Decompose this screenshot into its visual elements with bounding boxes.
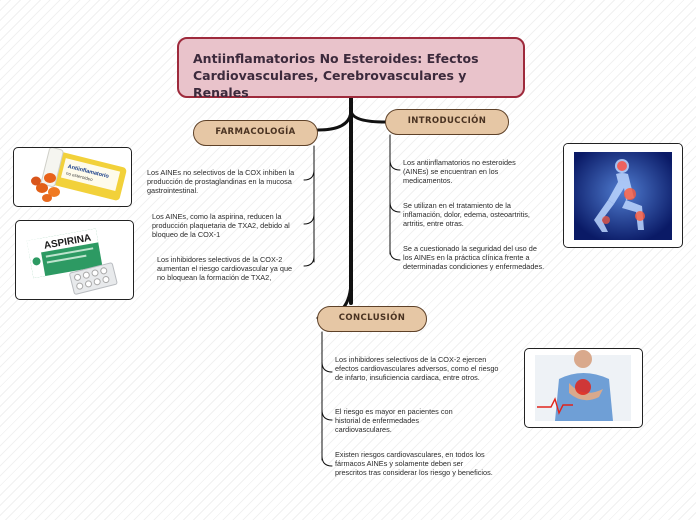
aspirin-box-image: ASPIRINA [15,220,134,300]
sub-line-conc-2 [321,409,333,421]
central-topic[interactable]: Antiinflamatorios No Esteroides: Efectos… [177,37,525,100]
subtopic-farmacologia-1[interactable]: Los AINEs no selectivos de la COX inhibe… [147,168,295,196]
subtopic-conclusion-1[interactable]: Los inhibidores selectivos de la COX-2 e… [335,355,499,383]
branch-introduccion[interactable]: INTRODUCCIÓN [385,109,509,135]
subtopic-introduccion-1[interactable]: Los antiinflamatorios no esteroides (AIN… [403,158,516,186]
subtopic-introduccion-3[interactable]: Se a cuestionado la seguridad del uso de… [403,244,545,272]
sub-line-farm-2 [303,213,315,225]
heart-pain-image [524,348,643,428]
bottle-label-line2: no esteroideo [66,171,94,183]
sub-line-conc-3 [321,455,333,467]
subtopic-conclusion-3[interactable]: Existen riesgos cardiovasculares, en tod… [335,450,493,478]
branch-farmacologia[interactable]: FARMACOLOGÍA [193,120,318,146]
branch-line-introduccion [349,108,387,124]
subtopic-farmacologia-3[interactable]: Los inhibidores selectivos de la COX-2 a… [157,255,293,283]
sub-line-farm-3 [303,255,315,267]
branch-line-farmacologia [316,108,353,132]
pill-bottle-image: Antiinflamatorio no esteroideo [13,147,132,207]
subtopic-conclusion-2[interactable]: El riesgo es mayor en pacientes con hist… [335,407,453,435]
subtopic-farmacologia-2[interactable]: Los AINEs, como la aspirina, reducen la … [152,212,290,240]
branch-introduccion-label: INTRODUCCIÓN [407,116,487,126]
body-pain-image [563,143,683,248]
sub-line-farm-1 [303,169,315,181]
subtopic-introduccion-2[interactable]: Se utilizan en el tratamiento de la infl… [403,201,530,229]
branch-farmacologia-label: FARMACOLOGÍA [215,127,296,137]
branch-conclusion[interactable]: CONCLUSIÓN [317,306,427,332]
central-topic-title: Antiinflamatorios No Esteroides: Efectos… [193,51,479,100]
branch-conclusion-label: CONCLUSIÓN [338,313,406,323]
sub-line-intro-2 [389,201,401,213]
sub-line-conc-1 [321,361,333,373]
sub-line-intro-1 [389,159,401,171]
sub-line-intro-3 [389,249,401,261]
